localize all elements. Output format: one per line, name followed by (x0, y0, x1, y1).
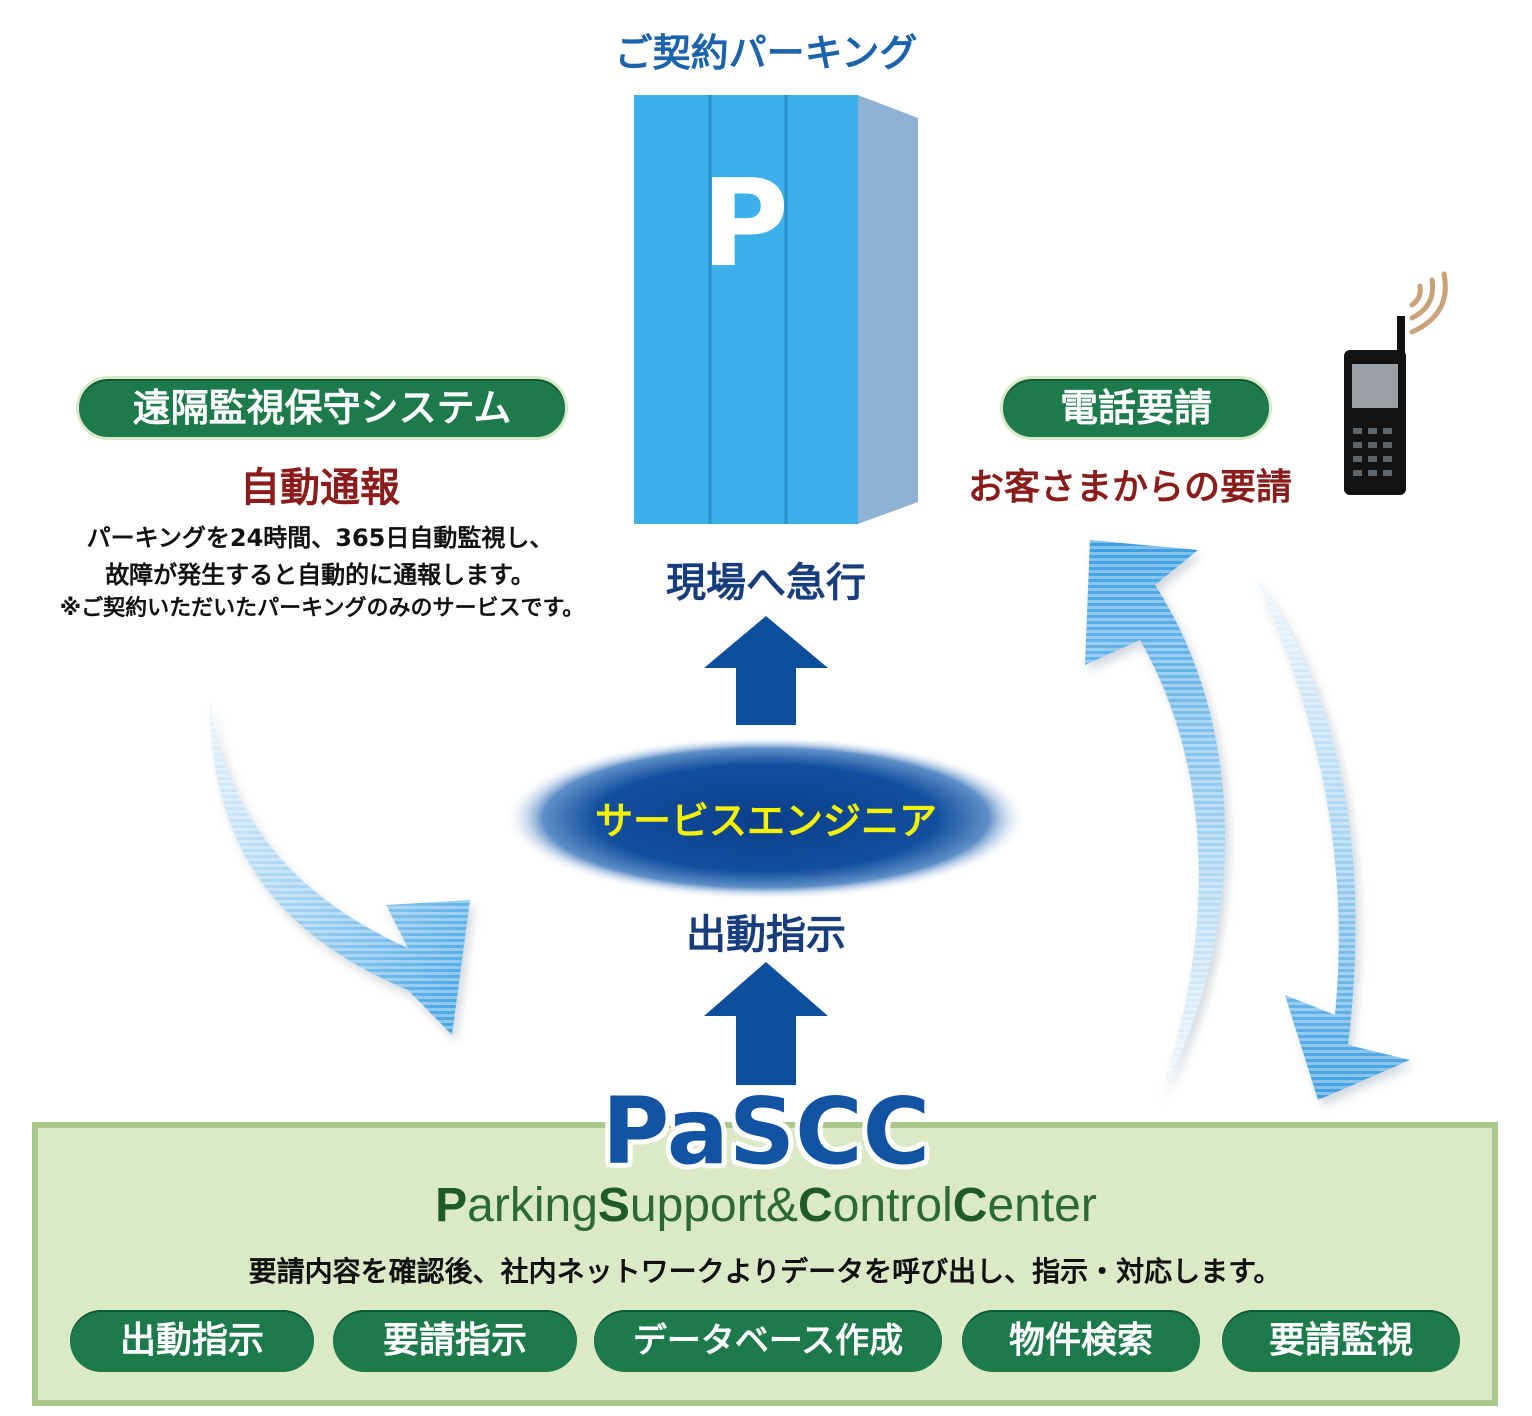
center-full-name: ParkingSupport&ControlCenter (300, 1178, 1232, 1233)
engineer-ellipse (504, 736, 1028, 900)
curved-arrow-icon (1255, 575, 1410, 1100)
auto-report-desc-2: 故障が発生すると自動的に通報します。 (105, 561, 535, 589)
name-part-support: Support& (597, 1179, 799, 1232)
customer-request-heading: お客さまからの要請 (967, 467, 1292, 508)
name-part-control: Control (798, 1179, 953, 1232)
function-pill-property-search: 物件検索 (962, 1310, 1200, 1372)
auto-report-heading: 自動通報 (240, 465, 400, 511)
rush-to-site-label: 現場へ急行 (666, 560, 866, 606)
up-arrow-icon (704, 962, 828, 1085)
parking-building-icon (634, 95, 918, 524)
parking-sign-letter: P (701, 155, 789, 294)
pascc-logo: PaSCC (601, 1078, 931, 1185)
curved-arrow-icon (1085, 540, 1226, 1095)
auto-report-note: ※ご契約いただいたパーキングのみのサービスです。 (59, 596, 585, 621)
service-engineer-label: サービスエンジニア (594, 799, 937, 843)
center-description: 要請内容を確認後、社内ネットワークよりデータを呼び出し、指示・対応します。 (248, 1255, 1282, 1288)
name-part-parking: Parking (435, 1179, 598, 1232)
function-pill-request-monitor: 要請監視 (1222, 1310, 1460, 1372)
parking-title: ご契約パーキング (614, 31, 918, 75)
mobile-phone-icon (1344, 316, 1406, 495)
name-part-center: Center (952, 1179, 1097, 1232)
remote-monitoring-pill: 遠隔監視保守システム (76, 376, 568, 440)
function-pill-dispatch: 出動指示 (70, 1310, 314, 1372)
dispatch-label: 出動指示 (686, 912, 846, 958)
function-pill-request-instruction: 要請指示 (333, 1310, 577, 1372)
auto-report-desc-1: パーキングを24時間、365日自動監視し、 (86, 524, 554, 552)
phone-request-pill: 電話要請 (1000, 376, 1272, 440)
function-pill-database: データベース作成 (594, 1310, 942, 1372)
up-arrow-icon (704, 616, 828, 725)
signal-waves-icon (1409, 271, 1448, 335)
curved-arrow-icon (210, 700, 470, 1035)
